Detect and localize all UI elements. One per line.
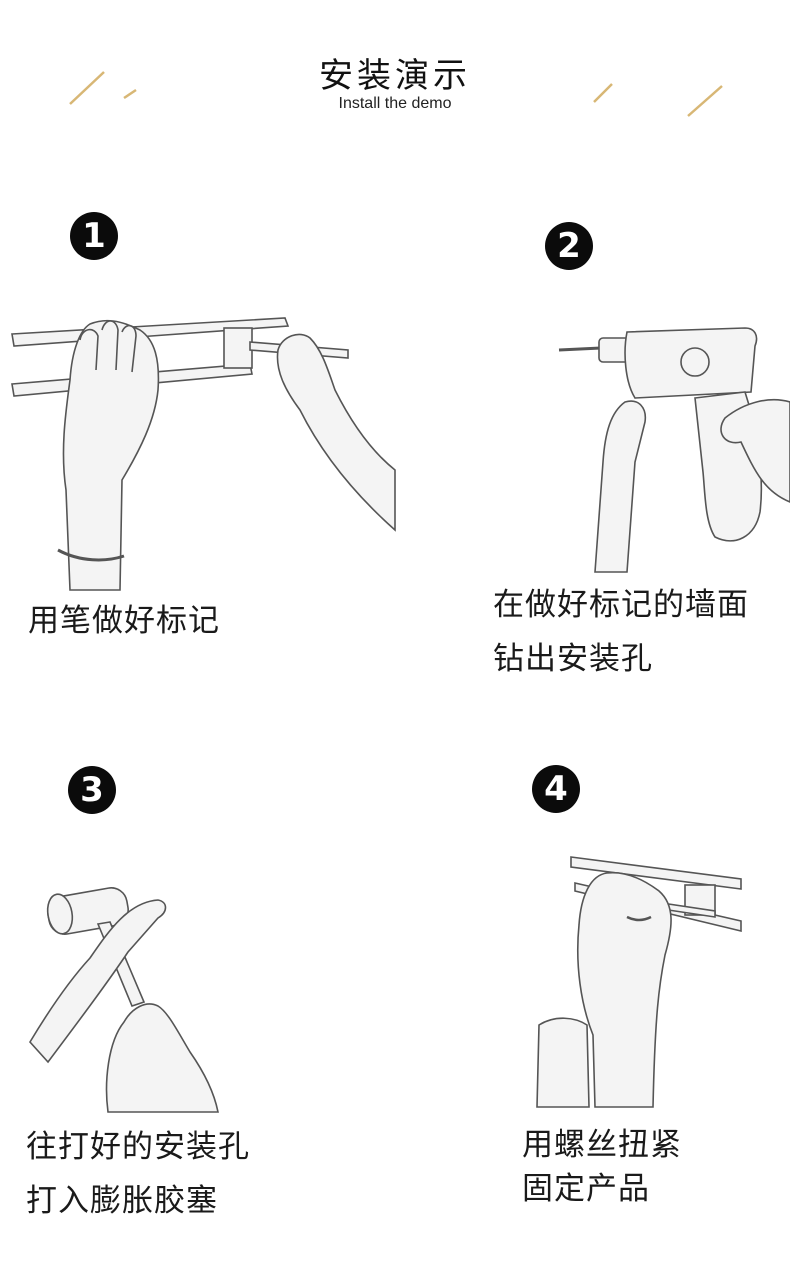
step-2-caption-line-1: 在做好标记的墙面: [493, 587, 749, 623]
decorative-slash-left: [69, 71, 137, 105]
step-3-caption-line-1: 往打好的安装孔: [26, 1129, 250, 1165]
step-1-badge: 1: [70, 212, 118, 260]
step-4-caption-line-2: 固定产品: [522, 1171, 650, 1207]
step-2-caption-line-2: 钻出安装孔: [493, 641, 653, 677]
step-2-illustration: [555, 322, 790, 577]
decorative-slash-right: [593, 83, 723, 117]
step-4-illustration: [535, 855, 745, 1110]
step-2-badge: 2: [545, 222, 593, 270]
step-4-badge: 4: [532, 765, 580, 813]
page-title: 安装演示: [319, 56, 471, 96]
step-3-badge: 3: [68, 766, 116, 814]
page-subtitle: Install the demo: [338, 95, 452, 112]
step-1-illustration: [10, 300, 400, 600]
step-1-caption-line-1: 用笔做好标记: [28, 603, 220, 639]
step-3-caption-line-2: 打入膨胀胶塞: [26, 1183, 218, 1219]
step-4-caption-line-1: 用螺丝扭紧: [522, 1127, 682, 1163]
step-3-illustration: [28, 862, 228, 1114]
